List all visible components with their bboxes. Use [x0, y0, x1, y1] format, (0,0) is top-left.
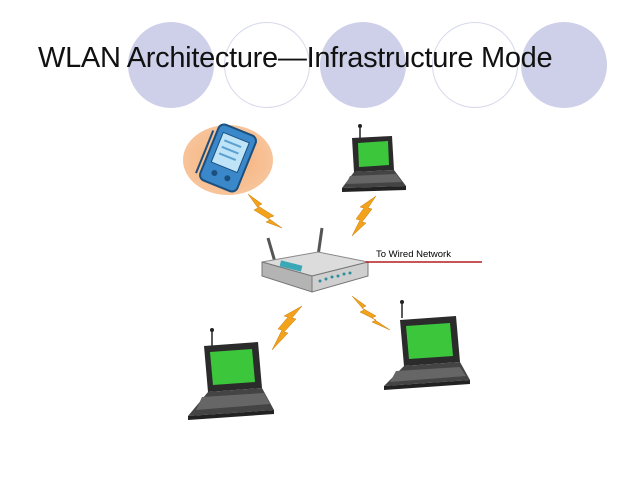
wired-network-label: To Wired Network: [376, 249, 451, 260]
wireless-signal-icon: [351, 195, 377, 237]
wireless-signal-icon: [271, 305, 303, 351]
wireless-signal-icon: [351, 295, 391, 331]
wireless-signal-icon: [247, 193, 283, 229]
decorative-circle: [432, 22, 518, 108]
decorative-circle: [521, 22, 607, 108]
decorative-circle: [128, 22, 214, 108]
access-point-icon: [261, 227, 369, 293]
slide-title: WLAN Architecture—Infrastructure Mode: [38, 42, 553, 74]
laptop-icon: [384, 300, 470, 390]
pda-icon: [183, 123, 273, 195]
decorative-circle: [224, 22, 310, 108]
wired-network-link: To Wired Network: [366, 249, 482, 263]
decorative-circle: [320, 22, 406, 108]
laptop-icon: [342, 124, 406, 192]
laptop-icon: [188, 328, 274, 420]
